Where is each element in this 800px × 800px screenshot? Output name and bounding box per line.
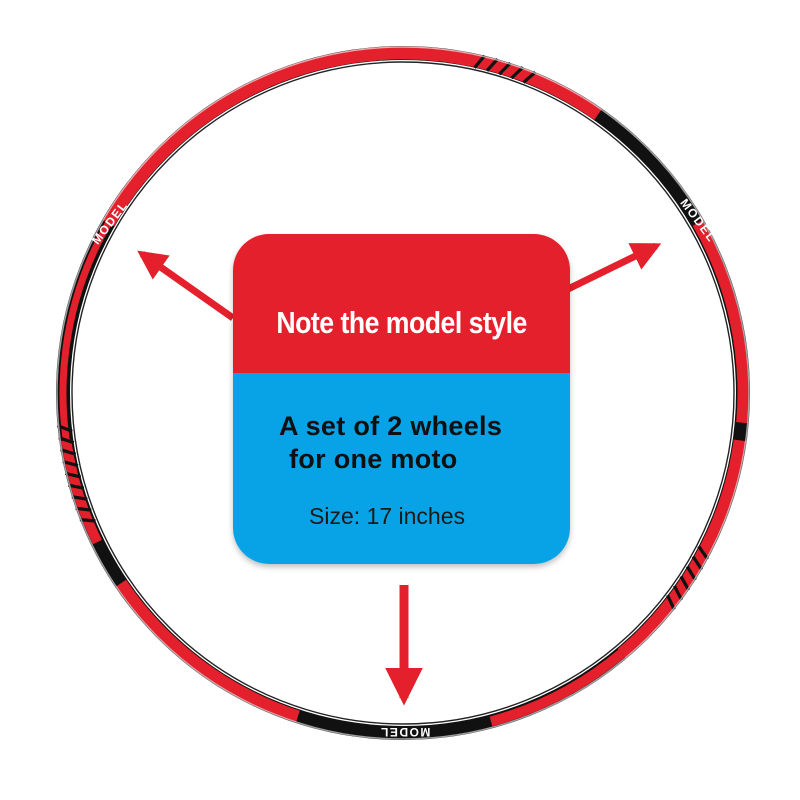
- rim-red-segments: [59, 46, 749, 727]
- model-label-bottom: MODEL: [380, 725, 431, 739]
- card-body: A set of 2 wheels for one moto Size: 17 …: [233, 373, 570, 564]
- card-line-1: A set of 2 wheels: [279, 411, 503, 441]
- card-size-text: Size: 17 inches: [309, 503, 465, 529]
- card-header: Note the model style: [233, 234, 570, 373]
- card-line-2: for one moto: [289, 444, 458, 474]
- arrow-upper-right: [564, 242, 662, 294]
- arrow-upper-left: [137, 250, 236, 321]
- info-card: Note the model style A set of 2 wheels f…: [233, 234, 570, 564]
- card-title: Note the model style: [276, 304, 527, 340]
- rim-stripes: [56, 54, 709, 611]
